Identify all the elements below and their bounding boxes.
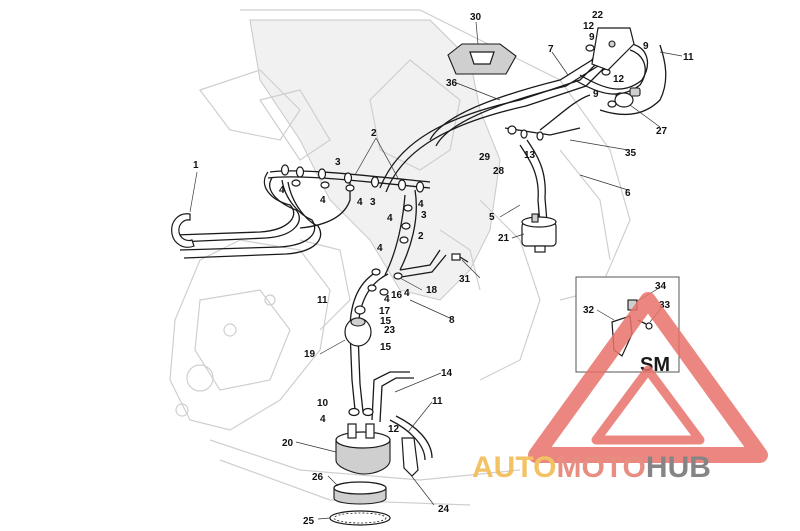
callout-34: 34 bbox=[655, 281, 667, 292]
callout-4: 4 bbox=[377, 243, 383, 254]
callout-31: 31 bbox=[459, 274, 471, 285]
callout-8: 8 bbox=[449, 315, 455, 326]
callout-23: 23 bbox=[384, 325, 396, 336]
callout-26: 26 bbox=[312, 472, 324, 483]
callout-28: 28 bbox=[493, 166, 505, 177]
callout-33: 33 bbox=[659, 300, 671, 311]
callout-9: 9 bbox=[593, 89, 599, 100]
callout-12: 12 bbox=[613, 74, 625, 85]
callout-2: 2 bbox=[371, 128, 377, 139]
callout-21: 21 bbox=[498, 233, 510, 244]
clip-part bbox=[171, 213, 195, 248]
callout-5: 5 bbox=[489, 212, 495, 223]
callout-12: 12 bbox=[388, 424, 400, 435]
callout-36: 36 bbox=[446, 78, 458, 89]
bracket-part-top bbox=[591, 27, 635, 71]
callout-15: 15 bbox=[380, 342, 392, 353]
callout-4: 4 bbox=[387, 213, 393, 224]
callout-11: 11 bbox=[432, 396, 443, 407]
callout-4: 4 bbox=[320, 414, 326, 425]
fuel-cap-part bbox=[447, 43, 517, 75]
callout-24: 24 bbox=[438, 504, 450, 515]
clamp-band-part bbox=[333, 481, 387, 505]
callout-18: 18 bbox=[426, 285, 438, 296]
callout-17: 17 bbox=[379, 306, 391, 317]
callout-11: 11 bbox=[317, 295, 328, 306]
callout-25: 25 bbox=[303, 516, 315, 527]
svg-text:AUTOMOTOHUB: AUTOMOTOHUB bbox=[472, 451, 711, 484]
bracket-part-bottom bbox=[401, 437, 419, 477]
callout-35: 35 bbox=[625, 148, 637, 159]
fuel-pump-part bbox=[344, 305, 372, 347]
callout-11: 11 bbox=[683, 52, 694, 63]
pump-base-part bbox=[335, 423, 391, 475]
callout-4: 4 bbox=[384, 294, 390, 305]
callout-14: 14 bbox=[441, 368, 453, 379]
callout-27: 27 bbox=[656, 126, 668, 137]
callout-32: 32 bbox=[583, 305, 595, 316]
callout-1: 1 bbox=[193, 160, 199, 171]
callout-13: 13 bbox=[524, 150, 536, 161]
watermark-text-hub: HUB bbox=[646, 451, 711, 484]
callout-4: 4 bbox=[320, 195, 326, 206]
screw-part bbox=[451, 253, 469, 263]
callout-19: 19 bbox=[304, 349, 316, 360]
watermark-logo: AUTOMOTOHUB bbox=[472, 292, 768, 484]
callout-3: 3 bbox=[370, 197, 376, 208]
filter-part bbox=[614, 87, 641, 108]
callout-16: 16 bbox=[391, 290, 403, 301]
callout-3: 3 bbox=[421, 210, 427, 221]
callout-3: 3 bbox=[335, 157, 341, 168]
frame-ghost-outline bbox=[169, 9, 631, 506]
callout-29: 29 bbox=[479, 152, 491, 163]
watermark-text-moto: MOTO bbox=[556, 451, 645, 484]
callout-2: 2 bbox=[418, 231, 424, 242]
ring-part bbox=[329, 510, 391, 526]
valve-part bbox=[521, 213, 557, 253]
callout-7: 7 bbox=[548, 44, 554, 55]
watermark-text-auto: AUTO bbox=[472, 451, 556, 484]
callout-30: 30 bbox=[470, 12, 482, 23]
fuel-hoses bbox=[174, 43, 667, 461]
leader-lines bbox=[189, 21, 683, 520]
callout-6: 6 bbox=[625, 188, 631, 199]
callout-4: 4 bbox=[404, 288, 410, 299]
callout-12: 12 bbox=[583, 21, 595, 32]
callout-4: 4 bbox=[357, 197, 363, 208]
callout-22: 22 bbox=[592, 10, 604, 21]
callout-10: 10 bbox=[317, 398, 329, 409]
callout-4: 4 bbox=[279, 185, 285, 196]
callout-9: 9 bbox=[643, 41, 649, 52]
callout-4: 4 bbox=[418, 199, 424, 210]
callout-labels: 1 2 3 4 4 4 3 4 3 4 2 4 4 16 4 18 11 17 … bbox=[193, 10, 694, 527]
callout-20: 20 bbox=[282, 438, 294, 449]
callout-15: 15 bbox=[380, 316, 392, 327]
callout-9: 9 bbox=[589, 32, 595, 43]
